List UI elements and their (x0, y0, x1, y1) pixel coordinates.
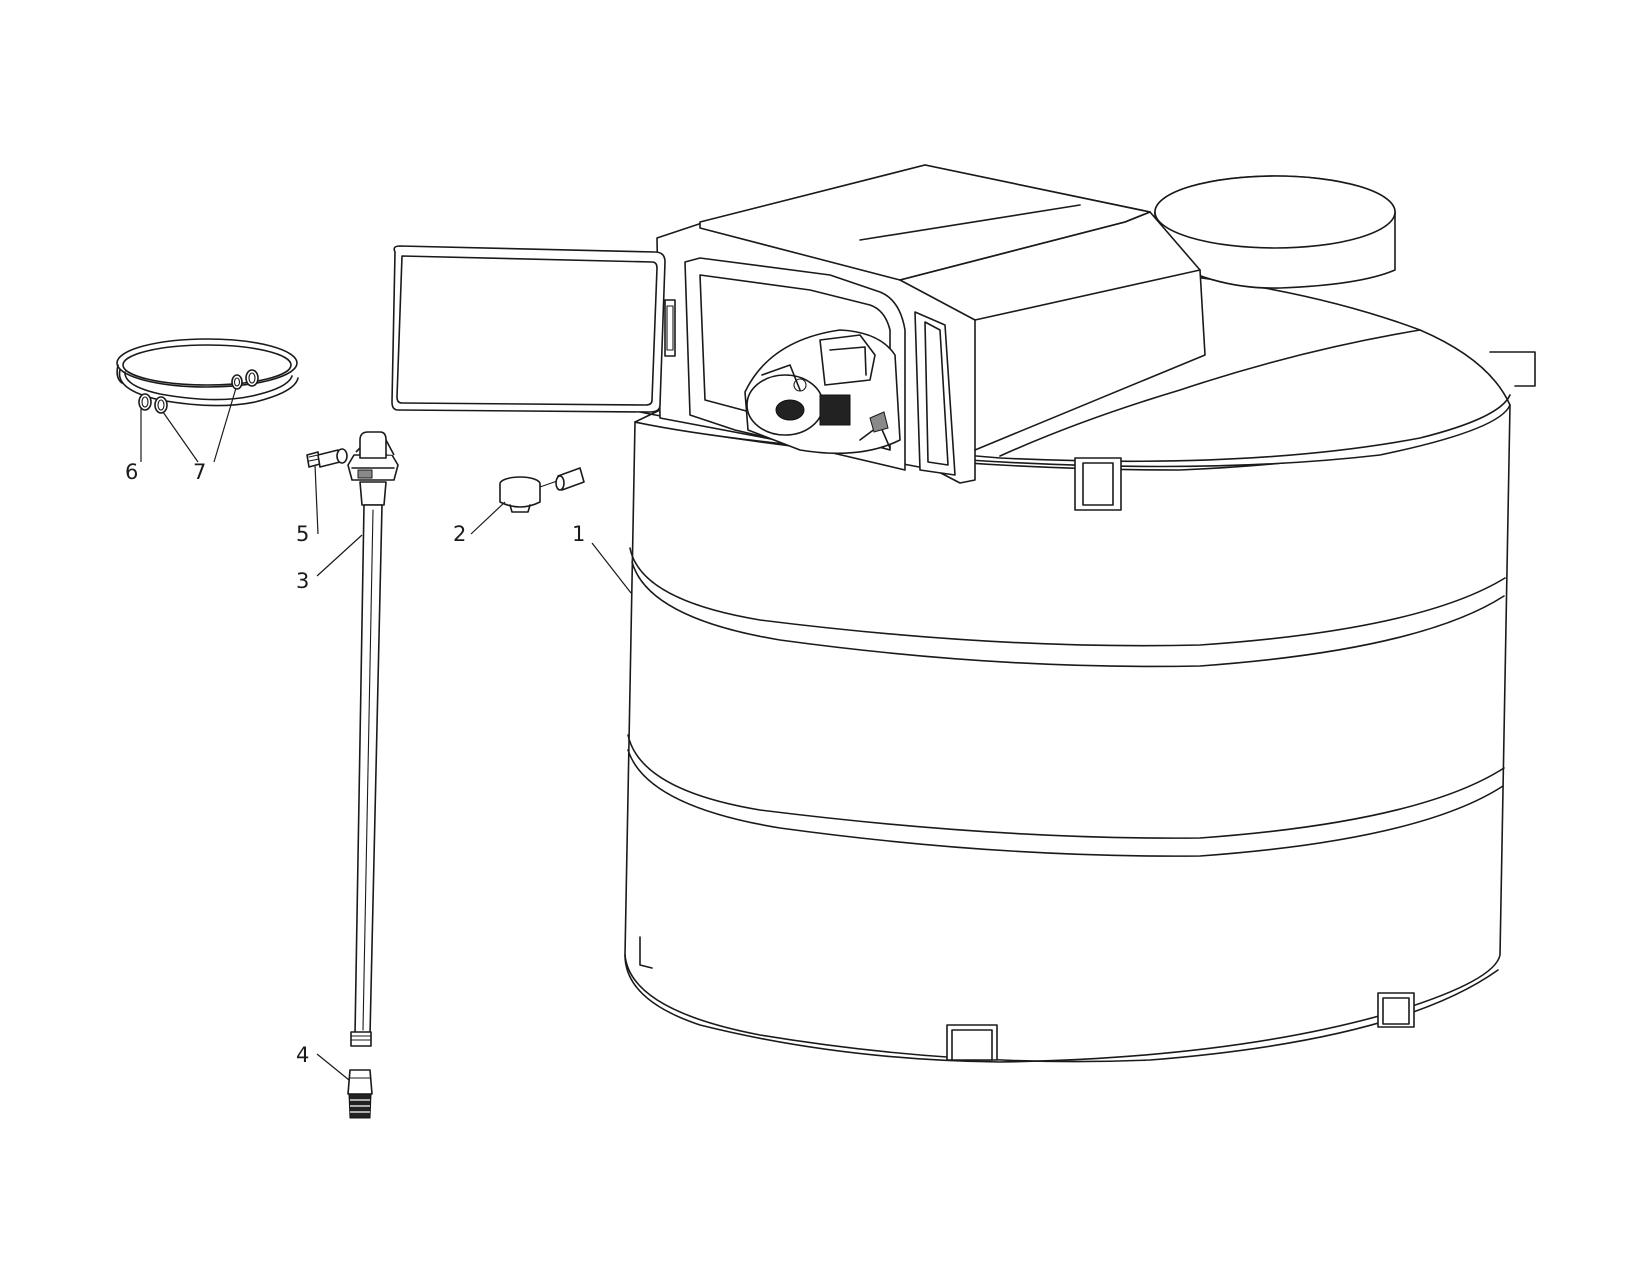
part-6-hose (116, 338, 299, 411)
leader-lines (140, 387, 632, 1081)
storage-tank (391, 164, 1536, 1063)
cabinet-lid (391, 245, 676, 413)
callout-labels: 1 2 3 4 5 6 7 (125, 460, 585, 1067)
callout-2: 2 (453, 522, 466, 546)
callout-1: 1 (572, 522, 585, 546)
callout-3: 3 (296, 569, 309, 593)
callout-4: 4 (296, 1043, 309, 1067)
callout-7: 7 (193, 460, 206, 484)
part-3-suction-pipe (347, 431, 399, 1047)
part-2-fill-cap (499, 467, 585, 513)
callout-5: 5 (296, 522, 309, 546)
callout-6: 6 (125, 460, 138, 484)
part-5-elbow-fitting (306, 448, 348, 468)
part-4-foot-fitting (347, 1069, 373, 1119)
part-7-seals (154, 369, 259, 414)
pump-unit (744, 329, 901, 455)
